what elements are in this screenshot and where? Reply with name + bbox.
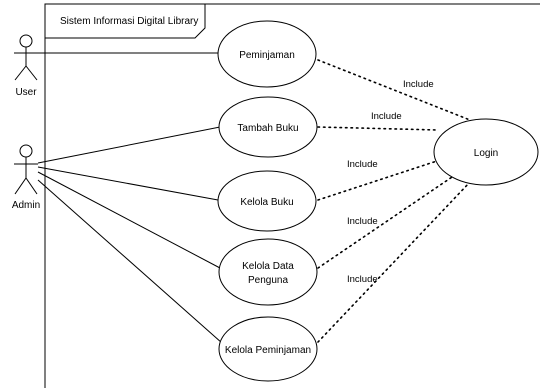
actor-admin[interactable]: Admin — [12, 144, 40, 211]
include-relations — [317, 59, 471, 343]
include-peminjaman-login — [317, 59, 471, 121]
actor-user[interactable]: User — [14, 34, 38, 98]
include-kelola-data-pengguna-login — [317, 174, 456, 269]
include-label-3: Include — [347, 159, 378, 170]
association-admin-tambah-buku — [37, 126, 221, 164]
include-kelola-buku-login — [317, 159, 441, 201]
use-case-kelola-data-pengguna[interactable]: Kelola Data Penguna — [218, 238, 318, 306]
association-admin-kelola-buku — [37, 166, 219, 201]
use-case-login[interactable]: Login — [433, 118, 539, 186]
include-tambah-buku-login — [317, 126, 439, 131]
actor-user-label: User — [15, 87, 37, 98]
include-label-2: Include — [371, 111, 402, 122]
use-case-peminjaman-label: Peminjaman — [239, 50, 295, 61]
system-title-tab — [44, 3, 206, 39]
include-label-4: Include — [347, 216, 378, 227]
association-admin-kelola-data-pengguna — [37, 171, 221, 269]
associations — [37, 52, 223, 344]
system-title: Sistem Informasi Digital Library — [60, 16, 198, 27]
use-case-tambah-buku-label: Tambah Buku — [237, 123, 298, 134]
use-case-kelola-data-pengguna-label-line-1: Kelola Data — [242, 261, 294, 272]
include-label-5: Include — [347, 274, 378, 285]
association-admin-kelola-peminjaman — [37, 179, 223, 344]
use-case-kelola-peminjaman-label: Kelola Peminjaman — [225, 345, 311, 356]
use-case-tambah-buku[interactable]: Tambah Buku — [218, 96, 318, 158]
use-case-login-label: Login — [474, 148, 498, 159]
system-boundary: Sistem Informasi Digital Library — [44, 3, 540, 388]
include-kelola-peminjaman-login — [317, 181, 471, 343]
use-case-peminjaman[interactable]: Peminjaman — [217, 20, 317, 88]
include-label-1: Include — [403, 79, 434, 90]
use-case-kelola-peminjaman[interactable]: Kelola Peminjaman — [218, 316, 318, 382]
use-case-kelola-buku-label: Kelola Buku — [240, 197, 293, 208]
use-case-kelola-data-pengguna-label-line-2: Penguna — [248, 275, 288, 286]
include-labels: Include Include Include Include Include — [347, 79, 434, 285]
actor-admin-label: Admin — [12, 200, 40, 211]
use-case-kelola-buku[interactable]: Kelola Buku — [217, 170, 317, 232]
